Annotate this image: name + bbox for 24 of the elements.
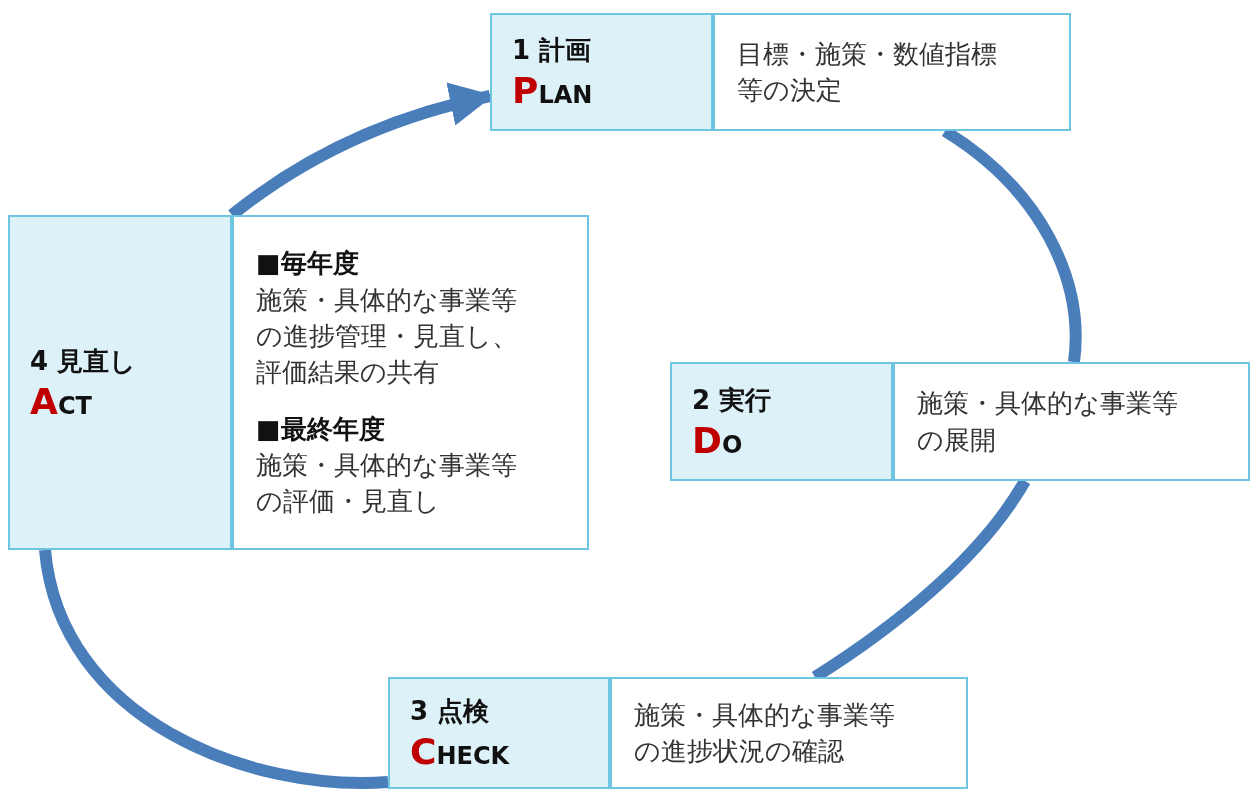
stage-name: DO [692,419,743,461]
description-box [893,362,1250,481]
stage-name: ACT [30,380,92,422]
stage-label-box [670,362,893,481]
cycle-arc [39,548,389,789]
description-text: 施策・具体的な事業等の評価・見直し [256,449,518,519]
section-heading: ■毎年度 [256,247,359,281]
stage-label-box [388,677,610,789]
stage-name: PLAN [512,70,593,111]
stage-title: 4 見直し [30,344,137,378]
stage-name: CHECK [410,731,510,772]
description-text: 目標・施策・数値指標等の決定 [737,37,998,107]
stage-title: 2 実行 [692,383,772,417]
description-box [610,677,968,789]
description-box [713,13,1071,131]
stage-label-box [8,215,232,550]
stage-title: 1 計画 [512,34,592,67]
stage-title: 3 点検 [410,695,490,728]
description-box [232,215,589,550]
description-text: 施策・具体的な事業等の展開 [917,387,1179,457]
description-text: 施策・具体的な事業等の進捗管理・見直し、評価結果の共有 [256,283,519,390]
stage-label-box [490,13,713,131]
description-text: 施策・具体的な事業等の進捗状況の確認 [634,698,896,768]
section-heading: ■最終年度 [256,412,385,446]
